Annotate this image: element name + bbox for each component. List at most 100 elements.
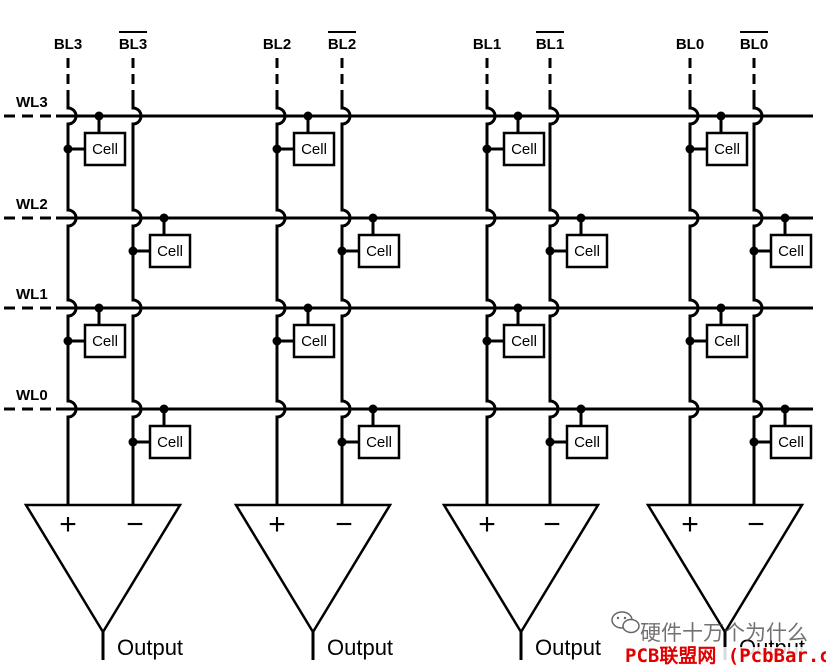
cell-label: Cell (157, 434, 183, 451)
wordline-label: WL0 (16, 387, 48, 404)
bitline-bar-bl1 (548, 100, 560, 505)
memory-cell (502, 131, 546, 167)
bitline-label: BL0 (676, 36, 704, 53)
junction-dot (128, 437, 138, 447)
junction-dot (368, 404, 378, 414)
watermark-line2: PCB联盟网 (PcbBar.com) (625, 645, 826, 667)
junction-dot (337, 437, 347, 447)
sense-amplifier (645, 503, 805, 635)
amplifier-minus: − (335, 508, 353, 541)
memory-cell (148, 233, 192, 269)
junction-dot (545, 437, 555, 447)
cell-label: Cell (574, 434, 600, 451)
amplifier-plus: + (268, 508, 286, 541)
watermark-line1: 硬件十万个为什么 (640, 622, 808, 645)
bitline-bar-label: BL3 (119, 36, 147, 53)
cell-label: Cell (92, 141, 118, 158)
cell-label: Cell (778, 434, 804, 451)
junction-dot (272, 144, 282, 154)
junction-dot (716, 111, 726, 121)
memory-cell (705, 131, 749, 167)
bitline-bar-label: BL0 (740, 36, 768, 53)
wires-layer (4, 58, 813, 505)
memory-cell (705, 323, 749, 359)
bitline-bar-label: BL1 (536, 36, 564, 53)
cell-label: Cell (511, 141, 537, 158)
junction-dot (159, 213, 169, 223)
cell-label: Cell (157, 243, 183, 260)
junction-dot (513, 303, 523, 313)
bitline-bar-bl2 (340, 100, 352, 505)
memory-cell (565, 424, 609, 460)
memory-cell (357, 233, 401, 269)
memory-cell (292, 131, 336, 167)
junction-dot (685, 144, 695, 154)
memory-cell (83, 131, 127, 167)
junction-dot (749, 437, 759, 447)
sense-amplifier (233, 503, 393, 635)
junction-dot (303, 303, 313, 313)
amplifier-minus: − (126, 508, 144, 541)
bitline-bar-bl3 (131, 100, 143, 505)
output-label: Output (327, 635, 393, 660)
bitline-bl3 (66, 100, 78, 505)
bitline-bl1 (485, 100, 497, 505)
cell-label: Cell (92, 333, 118, 350)
bitline-label: BL1 (473, 36, 501, 53)
cell-label: Cell (366, 434, 392, 451)
amplifier-plus: + (681, 508, 699, 541)
cell-label: Cell (301, 333, 327, 350)
bitline-bl2 (275, 100, 287, 505)
junction-dot (94, 303, 104, 313)
junction-dot (716, 303, 726, 313)
sense-amplifier (441, 503, 601, 635)
junction-dot (159, 404, 169, 414)
junction-dot (63, 336, 73, 346)
cell-label: Cell (511, 333, 537, 350)
cell-label: Cell (714, 333, 740, 350)
junction-dot (368, 213, 378, 223)
junction-dot (482, 144, 492, 154)
cell-label: Cell (574, 243, 600, 260)
wordline-label: WL3 (16, 94, 48, 111)
junction-dot (272, 336, 282, 346)
bitline-label: BL3 (54, 36, 82, 53)
cell-label: Cell (778, 243, 804, 260)
watermark-line2-bg (622, 647, 822, 668)
junction-dot (303, 111, 313, 121)
junction-dot (337, 246, 347, 256)
junction-dot (576, 404, 586, 414)
sense-amplifier (23, 503, 183, 635)
wordline-label: WL2 (16, 196, 48, 213)
junction-dot (780, 213, 790, 223)
amplifier-minus: − (747, 508, 765, 541)
memory-cell (292, 323, 336, 359)
junction-dot (513, 111, 523, 121)
bitline-bl0 (688, 100, 700, 505)
junction-dot (545, 246, 555, 256)
output-label: Output (117, 635, 183, 660)
junction-dot (749, 246, 759, 256)
junction-dot (94, 111, 104, 121)
cell-label: Cell (366, 243, 392, 260)
memory-cell (502, 323, 546, 359)
bitline-bar-bl0 (752, 100, 764, 505)
junction-dot (128, 246, 138, 256)
amplifier-plus: + (478, 508, 496, 541)
memory-cell (357, 424, 401, 460)
amplifier-minus: − (543, 508, 561, 541)
bitline-label: BL2 (263, 36, 291, 53)
cell-label: Cell (714, 141, 740, 158)
junction-dot (63, 144, 73, 154)
cell-label: Cell (301, 141, 327, 158)
junction-dot (482, 336, 492, 346)
junction-dot (576, 213, 586, 223)
junction-dot (685, 336, 695, 346)
memory-cell (565, 233, 609, 269)
memory-cell (83, 323, 127, 359)
amplifier-plus: + (59, 508, 77, 541)
watermark: 硬件十万个为什么 PCB联盟网 (PcbBar.com) (611, 611, 826, 668)
